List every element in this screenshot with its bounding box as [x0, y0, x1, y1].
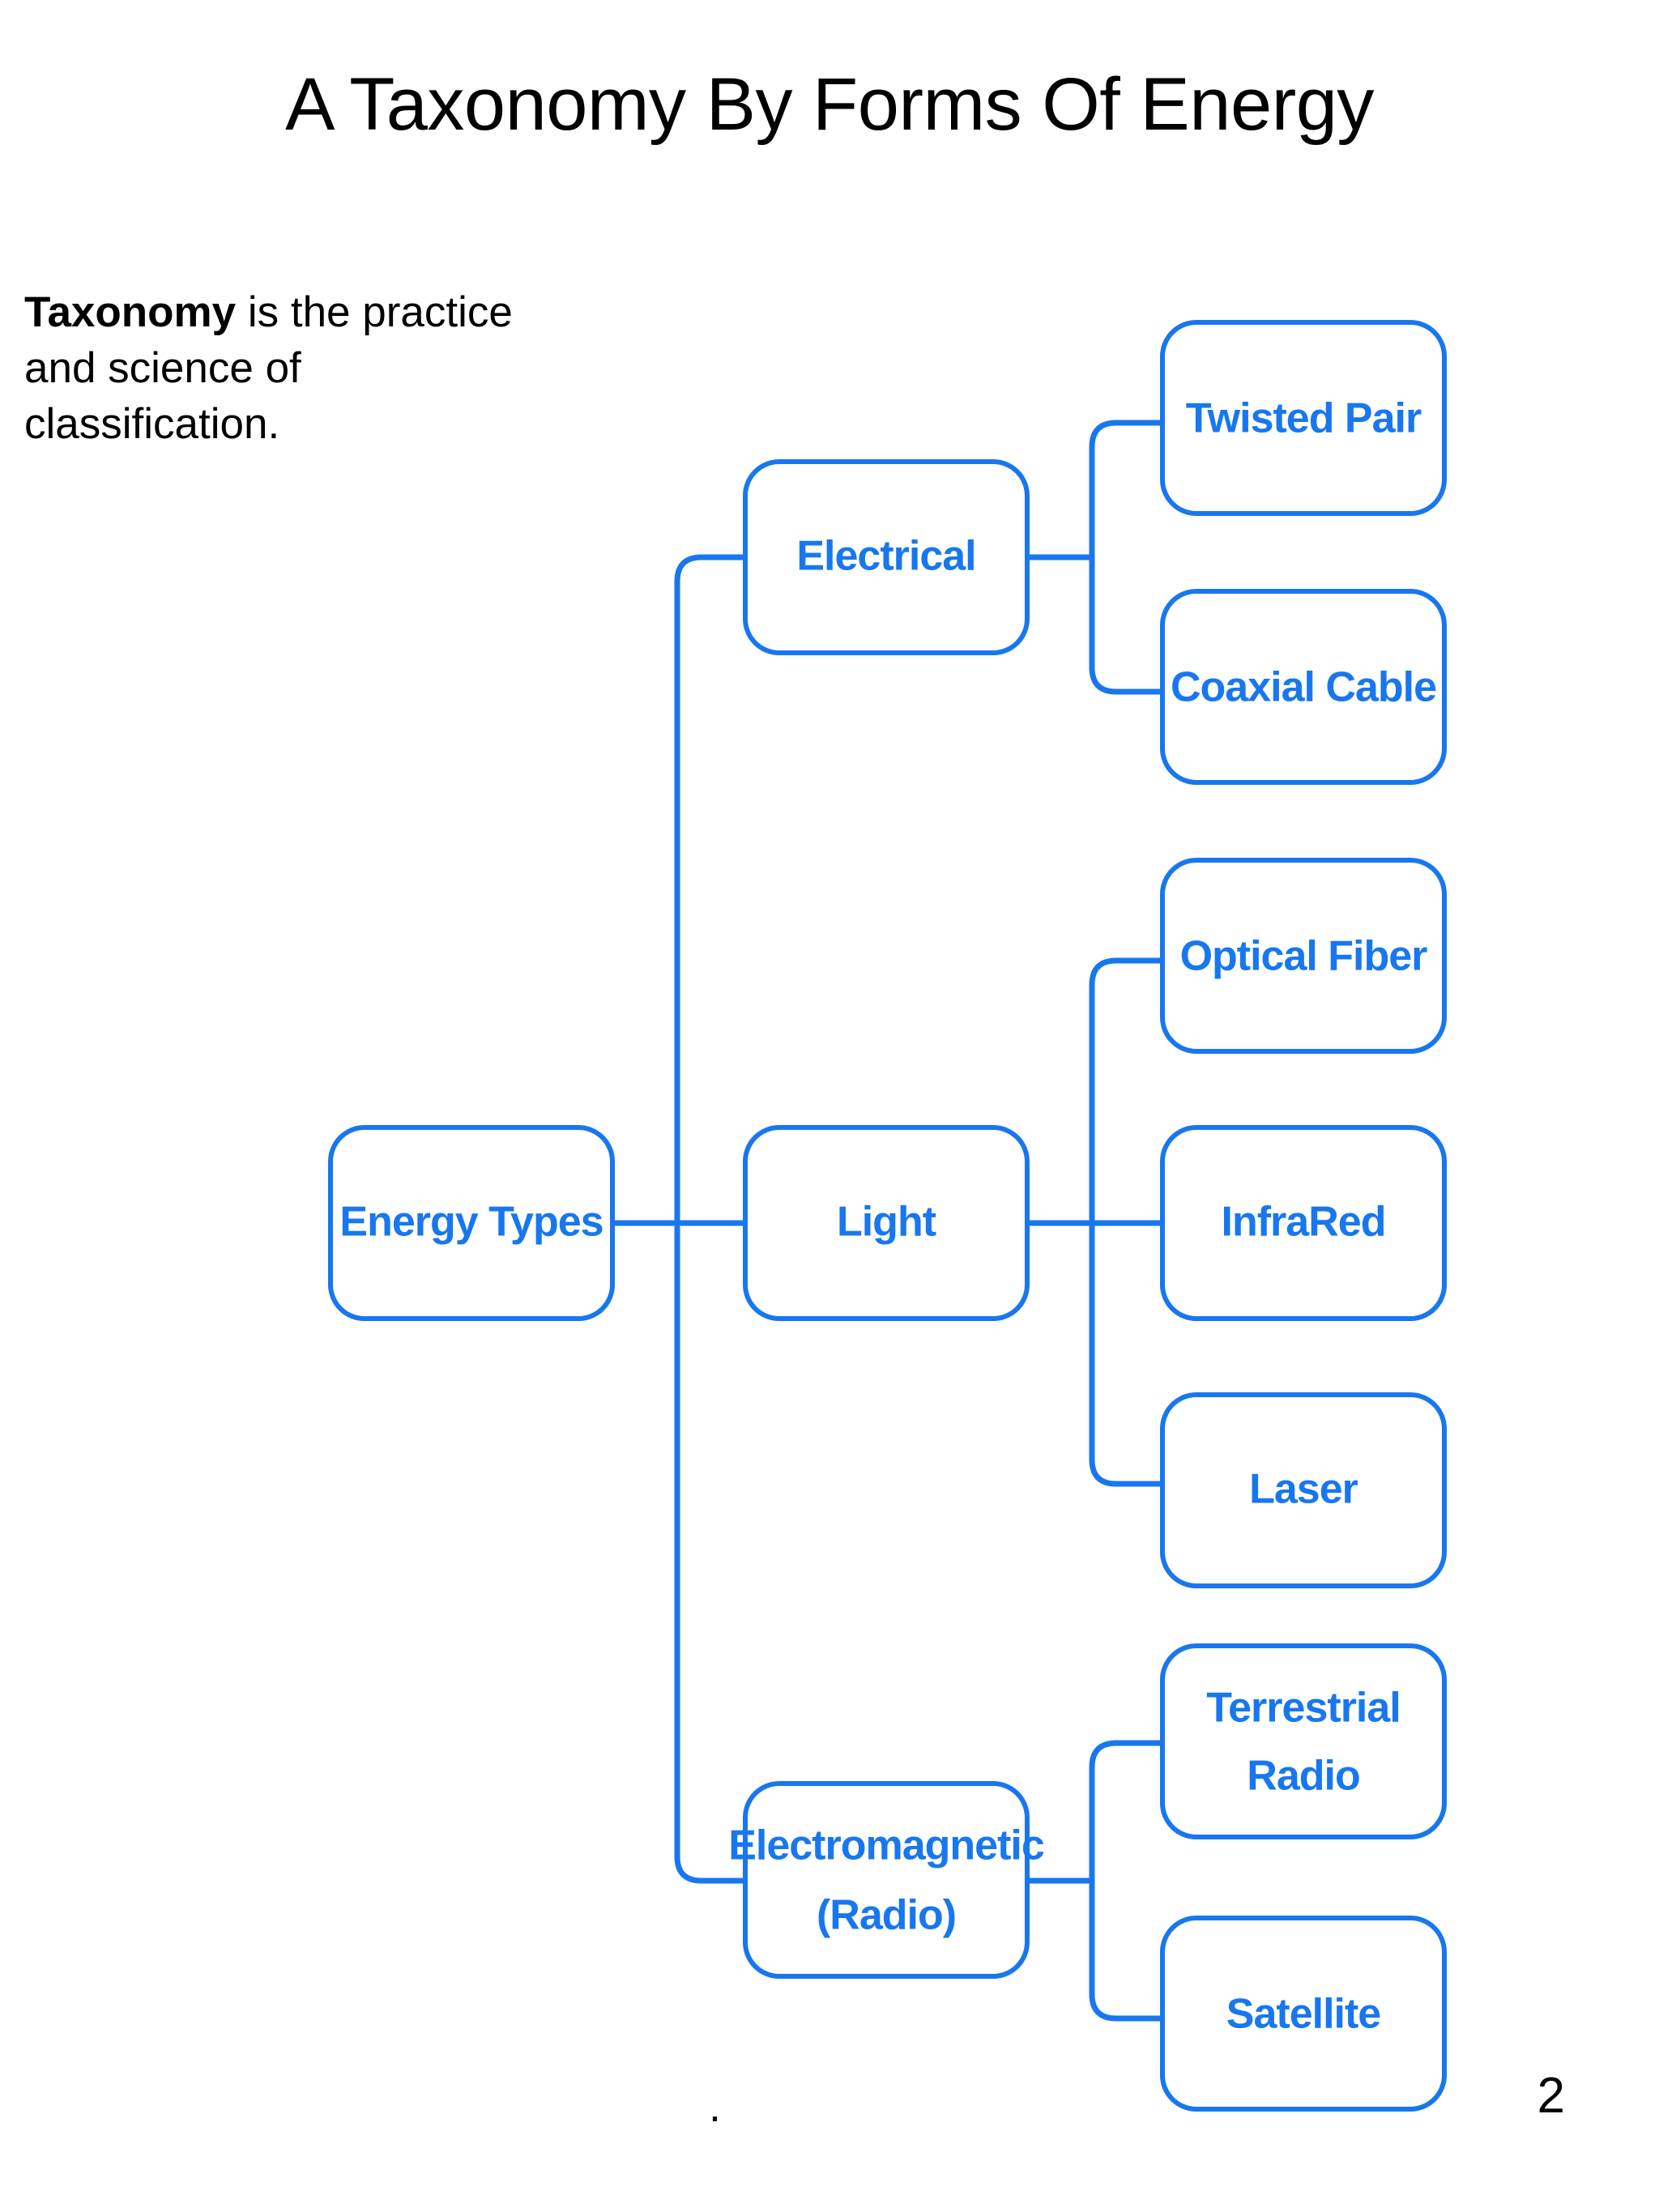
node-electromagnetic-label-line2: (Radio): [817, 1892, 956, 1939]
node-energy-types[interactable]: [328, 1125, 615, 1321]
intro-rest-text: is the practice and science of classific…: [24, 288, 513, 448]
node-optical-fiber[interactable]: [1160, 858, 1447, 1054]
node-twisted-pair-label: Twisted Pair: [1186, 395, 1422, 442]
node-terrestrial-radio[interactable]: [1160, 1643, 1447, 1839]
node-coaxial-cable[interactable]: [1160, 589, 1447, 785]
node-electrical-label: Electrical: [796, 533, 975, 580]
intro-paragraph: Taxonomy is the practice and science of …: [24, 285, 559, 453]
connector-electromagnetic-bus: [1089, 1740, 1162, 2022]
page-number: 2: [1537, 2068, 1565, 2124]
intro-lead-word: Taxonomy: [24, 288, 237, 336]
node-electromagnetic-label-line1: Electromagnetic: [728, 1822, 1044, 1869]
node-energy-types-label: Energy Types: [339, 1199, 603, 1246]
node-light-label: Light: [837, 1199, 936, 1246]
node-laser-label: Laser: [1249, 1466, 1358, 1513]
node-coaxial-cable-label: Coaxial Cable: [1171, 664, 1436, 711]
connector-root-bus: [674, 554, 745, 1884]
node-satellite[interactable]: [1160, 1916, 1447, 2112]
page-title: A Taxonomy By Forms Of Energy: [285, 63, 1374, 146]
node-optical-fiber-label: Optical Fiber: [1180, 933, 1428, 980]
node-satellite-label: Satellite: [1226, 1991, 1380, 2038]
node-infrared[interactable]: [1160, 1125, 1447, 1321]
footer-dot: .: [709, 2082, 722, 2131]
node-laser[interactable]: [1160, 1392, 1447, 1588]
node-infrared-label: InfraRed: [1222, 1199, 1386, 1246]
node-terrestrial-radio-label-line2: Radio: [1247, 1753, 1359, 1800]
node-electromagnetic[interactable]: [743, 1781, 1030, 1979]
node-terrestrial-radio-label-line1: Terrestrial: [1206, 1685, 1401, 1732]
connector-electrical-bus: [1089, 420, 1162, 695]
node-twisted-pair[interactable]: [1160, 320, 1447, 516]
